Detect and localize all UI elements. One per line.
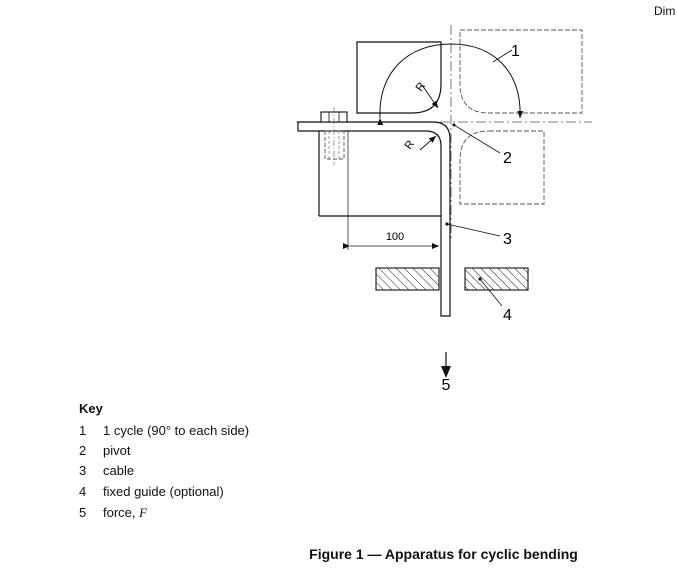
key-item-text: force, (103, 505, 140, 520)
leader-2-dot (452, 123, 456, 127)
cyclic-bending-diagram: R R 100 1 2 3 4 5 (296, 25, 592, 394)
key-item: 1 1 cycle (90° to each side) (79, 423, 249, 438)
callout-5: 5 (442, 377, 451, 394)
lower-right-phantom-block (459, 130, 545, 205)
leader-3-dot (445, 222, 449, 226)
key-item-number: 2 (79, 443, 87, 458)
key-item-text: fixed guide (optional) (103, 484, 224, 499)
fixed-guide-left (375, 267, 440, 291)
leader-3 (446, 223, 501, 237)
leader-4-dot (478, 277, 482, 281)
callout-4: 4 (503, 307, 512, 324)
key-item-number: 5 (79, 505, 87, 520)
force-symbol: F (139, 505, 148, 520)
callout-2: 2 (503, 150, 512, 167)
key-item: 4 fixed guide (optional) (79, 484, 224, 499)
key-item-text: cable (103, 463, 135, 478)
key-item: 3 cable (79, 463, 134, 478)
key-title: Key (79, 401, 103, 416)
radius-arrow-bottom (419, 135, 437, 151)
callout-1: 1 (511, 43, 520, 60)
bolt-shank (324, 130, 345, 160)
key-item-text: pivot (103, 443, 131, 458)
key-item-number: 4 (79, 484, 87, 499)
dimensions-label: Dim (654, 4, 676, 18)
key-item-number: 3 (79, 463, 87, 478)
upper-right-phantom-block (459, 29, 583, 114)
key-item: 2 pivot (79, 443, 130, 458)
dimension-value: 100 (386, 231, 404, 243)
radius-label-top: R (414, 80, 428, 93)
upper-mandrel-block (356, 41, 442, 114)
radius-arrow-top (421, 84, 439, 109)
leader-1 (492, 49, 513, 63)
callout-3: 3 (503, 231, 512, 248)
force-arrowhead (441, 366, 451, 378)
key-item-text: 1 cycle (90° to each side) (103, 423, 250, 438)
radius-label-bottom: R (403, 138, 417, 151)
fixed-guide-right (464, 267, 529, 291)
leader-4 (479, 278, 503, 307)
cycle-arc-arrow (377, 43, 524, 126)
figure-caption: Figure 1 — Apparatus for cyclic bending (309, 546, 578, 562)
leader-2 (453, 124, 501, 154)
key-item-number: 1 (79, 423, 87, 438)
key-item: 5 force, F (79, 505, 147, 521)
